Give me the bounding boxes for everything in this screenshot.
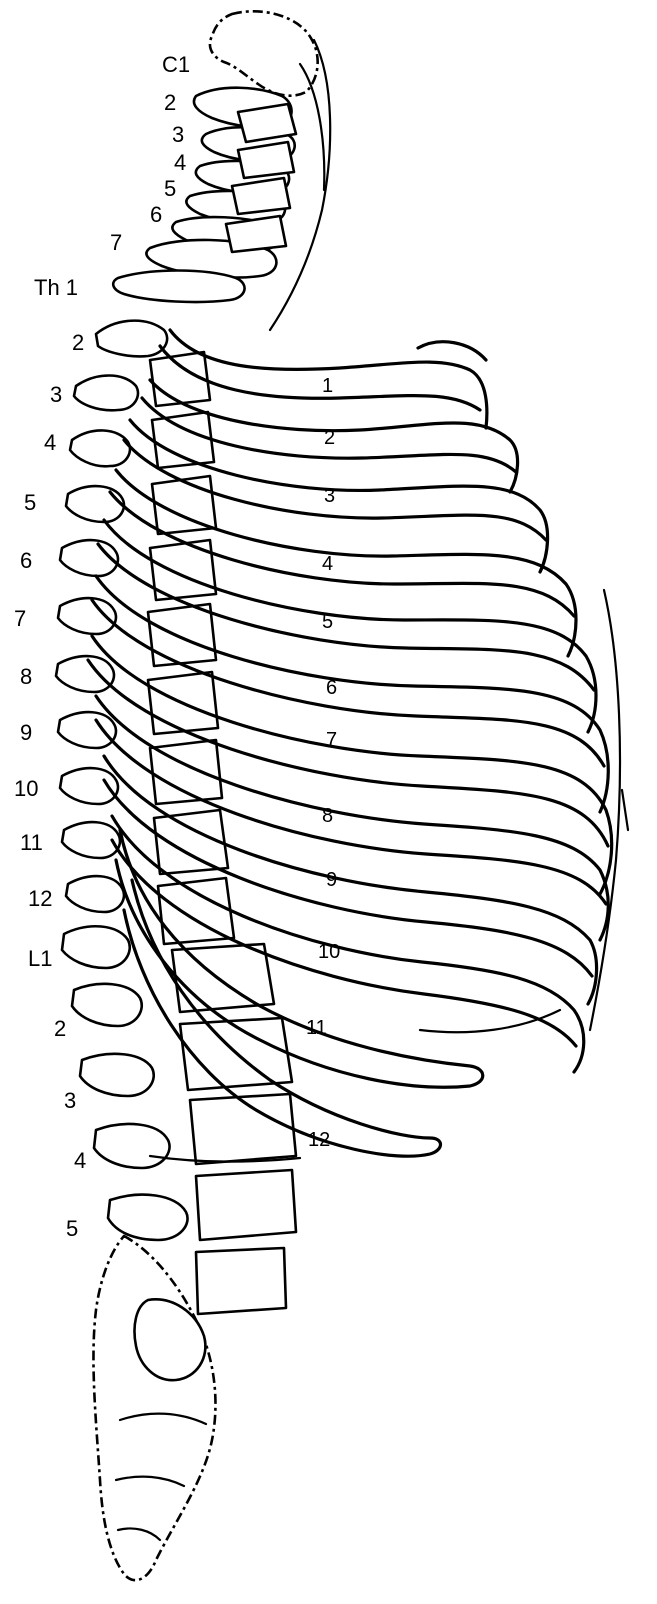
label-th11: 11 [20, 830, 43, 855]
rib-labels: 1 2 3 4 5 6 7 8 9 10 11 12 [306, 375, 340, 1151]
label-th2: 2 [72, 330, 84, 355]
thoracic-spine [56, 271, 245, 945]
rib-label-1: 1 [322, 375, 333, 397]
label-l1: L1 [28, 946, 52, 971]
label-th7: 7 [14, 606, 26, 631]
rib-label-8: 8 [322, 805, 333, 827]
label-c5: 5 [164, 176, 176, 201]
label-l4: 4 [74, 1148, 86, 1173]
rib-label-6: 6 [326, 677, 337, 699]
label-l5: 5 [66, 1216, 78, 1241]
lumbar-spine [62, 926, 300, 1314]
rib-label-11: 11 [306, 1017, 327, 1039]
rib-label-4: 4 [322, 553, 333, 575]
rib-label-10: 10 [318, 941, 340, 963]
label-l3: 3 [64, 1088, 76, 1113]
label-th10: 10 [14, 776, 38, 801]
rib-label-2: 2 [324, 427, 335, 449]
label-th1: Th 1 [34, 275, 78, 300]
label-th8: 8 [20, 664, 32, 689]
label-c6: 6 [150, 202, 162, 227]
label-c4: 4 [174, 150, 186, 175]
label-c1: C1 [162, 52, 190, 77]
label-th3: 3 [50, 382, 62, 407]
rib-label-12: 12 [308, 1129, 330, 1151]
label-th6: 6 [20, 548, 32, 573]
label-c7: 7 [110, 230, 122, 255]
label-th5: 5 [24, 490, 36, 515]
label-c3: 3 [172, 122, 184, 147]
label-th12: 12 [28, 886, 52, 911]
rib-label-9: 9 [326, 869, 337, 891]
rib-label-3: 3 [324, 485, 335, 507]
label-th9: 9 [20, 720, 32, 745]
rib-label-7: 7 [326, 729, 337, 751]
label-th4: 4 [44, 430, 56, 455]
label-c2: 2 [164, 90, 176, 115]
label-l2: 2 [54, 1016, 66, 1041]
rib-label-5: 5 [322, 611, 333, 633]
